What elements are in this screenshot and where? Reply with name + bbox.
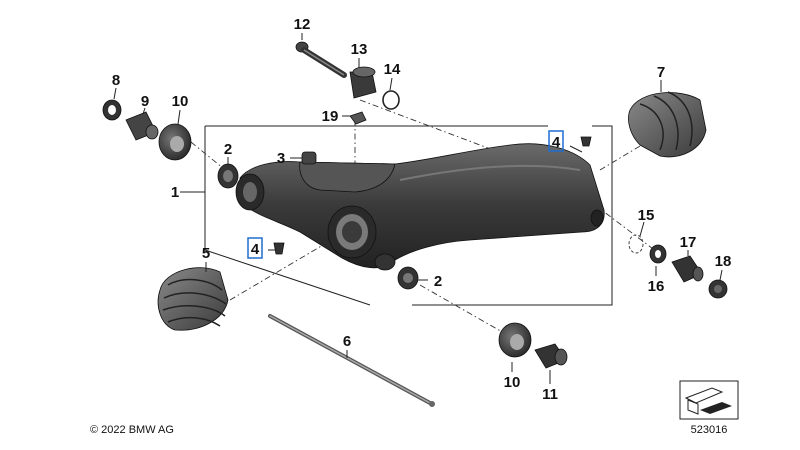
orientation-icon: [679, 380, 739, 420]
part-number-14: 14: [384, 61, 401, 78]
bushing-upper: [217, 163, 239, 189]
washer-part-8: [102, 99, 122, 121]
part-number-5: 5: [202, 245, 210, 262]
part-number-13: 13: [351, 41, 368, 58]
part-number-16: 16: [648, 278, 665, 295]
part-number-15: 15: [638, 207, 655, 224]
part-number-2-lower: 2: [434, 273, 442, 290]
bushing-lower: [397, 266, 419, 290]
part-number-6: 6: [343, 333, 351, 350]
plug-upper: [580, 136, 592, 147]
leader-4a: [569, 145, 583, 153]
leader-10a: [177, 109, 181, 125]
cap-part-18: [708, 279, 728, 299]
part-number-1: 1: [171, 184, 179, 201]
assembly-frame-bottom: [204, 249, 371, 306]
rubber-boot-left: [157, 267, 229, 331]
part-number-19: 19: [322, 108, 339, 125]
leader-14: [389, 77, 393, 91]
part-number-4-lower: 4: [251, 241, 260, 258]
part-number-18: 18: [715, 253, 732, 270]
o-ring-part-14: [382, 90, 400, 110]
bearing-lower: [498, 322, 532, 358]
axis-line-bolt: [359, 99, 601, 191]
part-number-3: 3: [277, 150, 285, 167]
copyright-text: © 2022 BMW AG: [90, 424, 174, 436]
part-number-2-upper: 2: [224, 141, 232, 158]
leader-18: [719, 269, 723, 281]
part-number-17: 17: [680, 234, 697, 251]
part-number-12: 12: [294, 16, 311, 33]
o-ring-part-15: [628, 234, 644, 254]
highlight-box-4b: [247, 237, 263, 259]
part-number-11: 11: [542, 386, 558, 403]
part-number-10-upper: 10: [172, 93, 189, 110]
highlight-box-4a: [548, 130, 564, 152]
assembly-frame-right: [412, 125, 613, 306]
leader-15: [639, 221, 645, 237]
leader-8: [113, 87, 117, 100]
plug-lower: [273, 242, 285, 255]
part-number-7: 7: [657, 64, 665, 81]
part-number-10-lower: 10: [504, 374, 521, 391]
rod-part-6: [268, 314, 435, 407]
leader-9: [142, 107, 146, 115]
part-number-4-upper: 4: [552, 134, 561, 151]
cap-part-3: [301, 151, 317, 165]
axis-line-boot-right: [599, 139, 651, 171]
sleeve-part-9: [125, 111, 159, 141]
sleeve-part-17: [671, 255, 704, 283]
washer-part-16: [649, 244, 667, 264]
swing-arm-part: [235, 143, 605, 271]
bolt-part-12: [295, 41, 347, 78]
nut-part-13: [349, 66, 377, 99]
diagram-id: 523016: [691, 424, 728, 436]
rubber-boot-right: [628, 91, 707, 158]
grease-nipple-part-19: [349, 111, 367, 125]
part-number-8: 8: [112, 72, 120, 89]
bearing-upper: [158, 123, 192, 161]
sleeve-part-11: [534, 343, 568, 369]
part-number-9: 9: [141, 93, 149, 110]
